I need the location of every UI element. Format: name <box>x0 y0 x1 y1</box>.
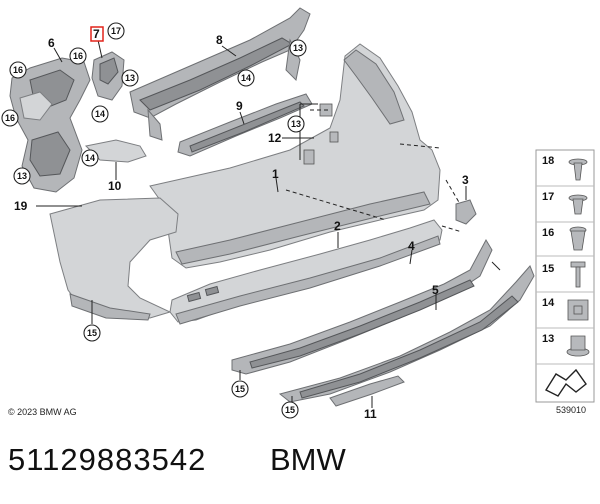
callout-14c: 14 <box>237 69 255 87</box>
hardware-row-14: 14 <box>542 297 589 321</box>
callout-15b: 15 <box>231 380 249 398</box>
diffuser-upper <box>231 238 493 375</box>
callout-16c: 16 <box>1 109 19 127</box>
hardware-label-14: 14 <box>542 297 555 309</box>
side-arch-panel <box>49 197 179 321</box>
svg-text:13: 13 <box>125 73 135 83</box>
label-5: 5 <box>432 283 439 297</box>
svg-text:14: 14 <box>85 153 95 163</box>
part-labels: 6 7 8 9 12 1 2 3 4 5 10 11 19 <box>14 26 469 421</box>
push-rivet-icon <box>568 158 588 181</box>
hardware-label-15: 15 <box>542 263 554 275</box>
parts-diagram: 6 7 8 9 12 1 2 3 4 5 10 11 19 17 16 13 1… <box>1 7 595 421</box>
side-trim-piece <box>455 199 477 225</box>
screw-icon <box>570 261 586 288</box>
callout-14a: 14 <box>91 105 109 123</box>
svg-text:15: 15 <box>285 405 295 415</box>
label-12: 12 <box>268 131 282 145</box>
small-bracket <box>91 51 125 101</box>
label-11: 11 <box>364 407 377 421</box>
callout-14b: 14 <box>81 149 99 167</box>
hardware-row-18: 18 <box>542 155 588 181</box>
callout-13d: 13 <box>287 115 305 133</box>
hardware-row-15: 15 <box>542 261 586 288</box>
leader-lines <box>36 39 501 408</box>
label-1: 1 <box>272 167 279 181</box>
callout-16b: 16 <box>9 61 27 79</box>
trim-strip <box>329 375 405 407</box>
svg-text:16: 16 <box>13 65 23 75</box>
copyright-notice: © 2023 BMW AG <box>8 407 77 417</box>
guide-bracket <box>84 139 147 163</box>
left-bumper-bracket <box>9 57 91 193</box>
hardware-row-13: 13 <box>542 333 590 357</box>
bumper-carrier <box>129 7 311 141</box>
callout-17: 17 <box>107 22 125 40</box>
callout-15a: 15 <box>83 324 101 342</box>
label-6: 6 <box>48 36 55 50</box>
svg-text:17: 17 <box>111 26 121 36</box>
lower-bumper-trim <box>169 219 443 325</box>
callout-16a: 16 <box>69 47 87 65</box>
label-7-highlighted: 7 <box>90 26 104 42</box>
label-10: 10 <box>108 179 122 193</box>
svg-text:13: 13 <box>293 43 303 53</box>
label-2: 2 <box>334 219 341 233</box>
part-number: 51129883542 <box>8 442 207 477</box>
label-8: 8 <box>216 33 223 47</box>
dashed-assembly-lines <box>285 109 463 233</box>
svg-text:14: 14 <box>241 73 251 83</box>
diffuser-lower <box>278 265 535 403</box>
callout-13c: 13 <box>289 39 307 57</box>
callout-13b: 13 <box>13 167 31 185</box>
hardware-label-18: 18 <box>542 155 554 167</box>
expanding-rivet-icon <box>568 194 588 215</box>
label-9: 9 <box>236 99 243 113</box>
label-3: 3 <box>462 173 469 187</box>
hardware-label-17: 17 <box>542 191 554 203</box>
svg-text:13: 13 <box>17 171 27 181</box>
hardware-row-17: 17 <box>542 191 588 215</box>
rear-bumper-cover <box>149 43 441 269</box>
label-7: 7 <box>93 27 100 41</box>
nut-clip-icon <box>567 299 589 321</box>
circle-callouts: 17 16 13 16 16 14 14 13 13 14 13 15 15 1… <box>1 22 307 419</box>
reinforcement-bar <box>177 93 313 157</box>
svg-text:13: 13 <box>291 119 301 129</box>
hardware-panel: 18 17 16 15 <box>535 149 595 403</box>
label-4: 4 <box>408 239 415 253</box>
callout-15c: 15 <box>281 401 299 419</box>
callout-13a: 13 <box>121 69 139 87</box>
orientation-arrow-icon <box>544 368 587 397</box>
hardware-label-13: 13 <box>542 333 554 345</box>
svg-text:15: 15 <box>87 328 97 338</box>
hardware-row-16: 16 <box>542 226 587 251</box>
hardware-label-16: 16 <box>542 227 554 239</box>
label-19: 19 <box>14 199 28 213</box>
svg-text:16: 16 <box>5 113 15 123</box>
diagram-number: 539010 <box>556 405 586 415</box>
collar-nut-icon <box>566 335 590 357</box>
svg-text:14: 14 <box>95 109 105 119</box>
svg-text:15: 15 <box>235 384 245 394</box>
brand-name: BMW <box>270 442 346 477</box>
clip-icon <box>569 226 587 251</box>
svg-text:16: 16 <box>73 51 83 61</box>
